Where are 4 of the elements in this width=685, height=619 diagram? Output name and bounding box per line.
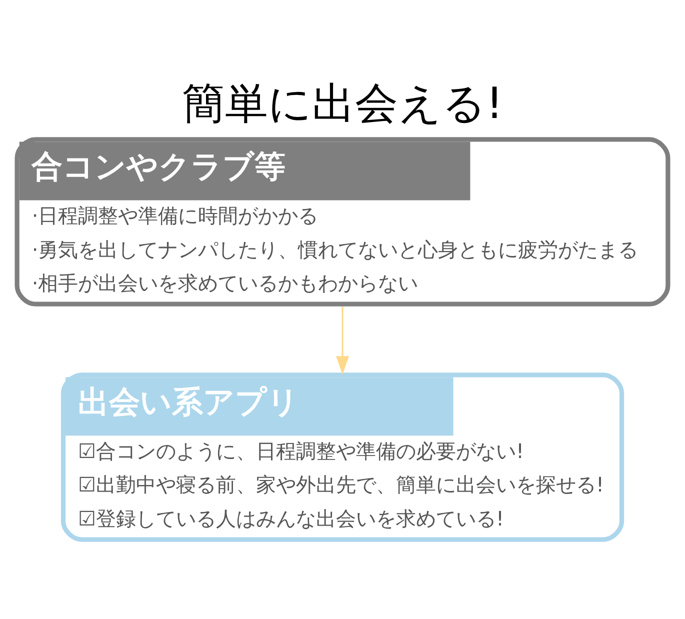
node-box: 出会い系アプリ ☑合コンのように、日程調整や準備の必要がない! ☑出勤中や寝る前、家や外出先で、簡単に出会いを探せる! ☑登録している人はみんな出会いを求めている! (60, 372, 624, 542)
node-box: 合コンやクラブ等 ·日程調整や準備に時間がかかる ·勇気を出してナンパしたり、慣れてないと心身ともに疲労がたまる ·相手が出会いを求めているかもわからない (14, 137, 670, 306)
diagram-title: 簡単に出会える! (182, 78, 504, 129)
arrow (336, 306, 349, 375)
